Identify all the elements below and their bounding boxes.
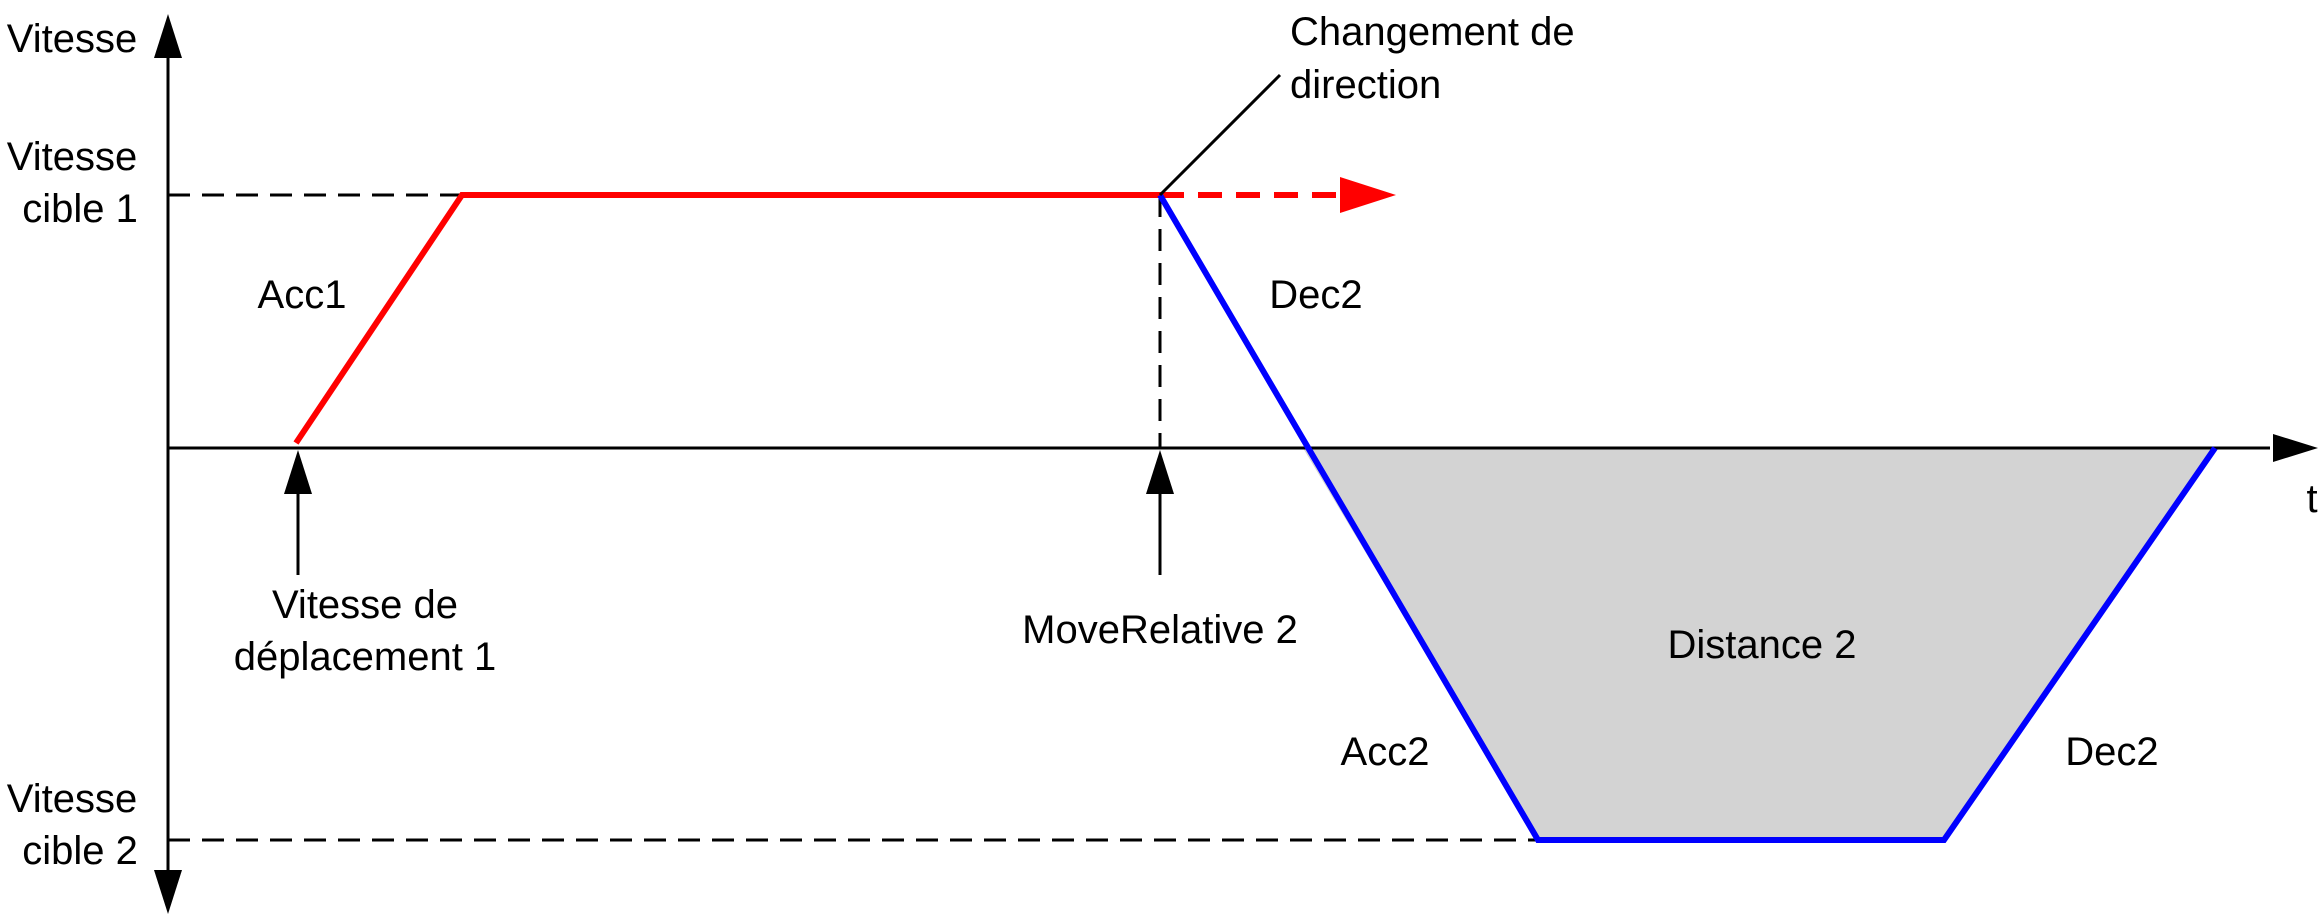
- move-relative-pointer-arrow-icon: [1146, 450, 1174, 494]
- direction-change-leader-line: [1158, 73, 1282, 197]
- profile-1-arrow-icon: [1340, 177, 1396, 213]
- x-axis-arrow-icon: [2273, 434, 2318, 462]
- direction-change-label-line2: direction: [1290, 63, 1441, 107]
- profile-2-line: [1157, 193, 2218, 843]
- distance-2-area: [1303, 448, 2215, 840]
- acc2-label: Acc2: [1341, 730, 1430, 774]
- target-speed-1-label-line2: cible 1: [22, 187, 138, 231]
- dec2-top-label: Dec2: [1269, 273, 1362, 317]
- move-relative-label: MoveRelative 2: [1022, 608, 1298, 652]
- target-speed-2-label-line2: cible 2: [22, 829, 138, 873]
- acc1-label: Acc1: [258, 273, 347, 317]
- travel-speed-label-line1: Vitesse de: [272, 583, 458, 627]
- y-axis-arrow-up-icon: [154, 14, 182, 58]
- x-axis-label: t: [2306, 477, 2317, 521]
- profile-1-line: [293, 192, 1160, 445]
- target-speed-1-label-line1: Vitesse: [7, 135, 137, 179]
- travel-speed-pointer-arrow-icon: [284, 450, 312, 494]
- y-axis-arrow-down-icon: [154, 870, 182, 914]
- travel-speed-label-line2: déplacement 1: [234, 635, 496, 679]
- y-axis-label: Vitesse: [7, 17, 137, 61]
- target-speed-2-label-line1: Vitesse: [7, 777, 137, 821]
- direction-change-label-line1: Changement de: [1290, 10, 1575, 54]
- distance-2-label: Distance 2: [1668, 623, 1857, 667]
- dec2-bottom-label: Dec2: [2065, 730, 2158, 774]
